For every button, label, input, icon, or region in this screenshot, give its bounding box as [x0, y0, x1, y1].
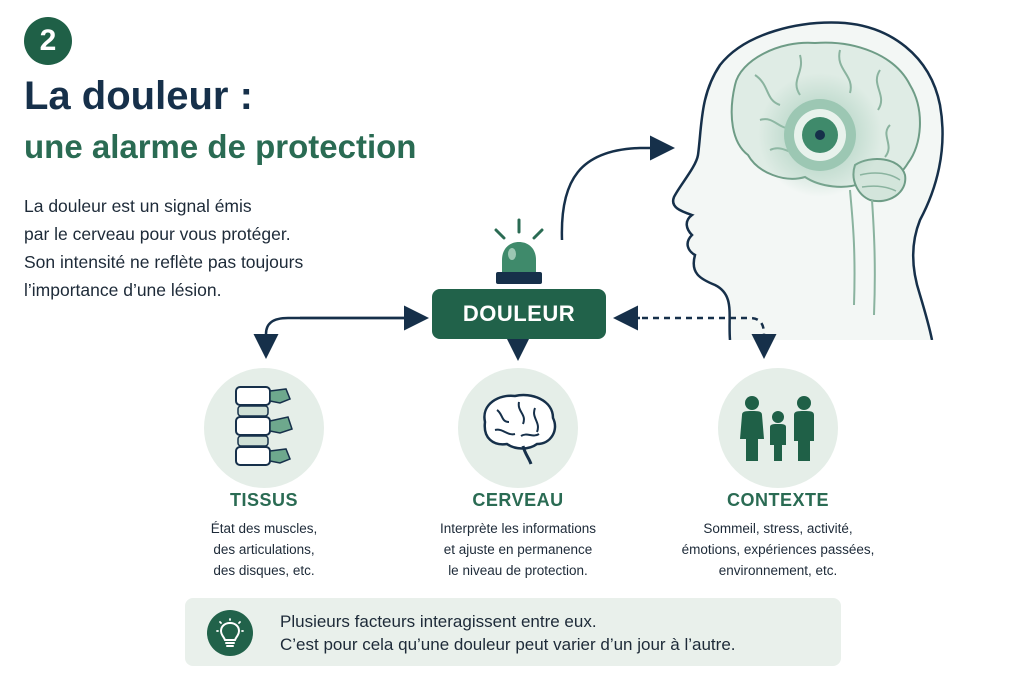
tissues-circle: [204, 368, 324, 488]
intro-line: Son intensité ne reflète pas toujours: [24, 252, 304, 272]
factor-desc-line: État des muscles,: [210, 521, 318, 536]
factor-desc-line: Sommeil, stress, activité,: [703, 521, 853, 536]
factor-desc-line: Interprète les informations: [439, 521, 597, 536]
note-text: Plusieurs facteurs interagissent entre e…: [280, 610, 736, 656]
factor-desc-tissues: État des muscles, des articulations, des…: [134, 518, 394, 581]
intro-line: La douleur est un signal émis: [24, 196, 252, 216]
intro-paragraph: La douleur est un signal émis par le cer…: [24, 192, 384, 304]
spine-icon: [235, 386, 293, 466]
factor-title-tissues: TISSUS: [229, 490, 298, 510]
step-badge: 2: [24, 17, 72, 65]
pain-label: DOULEUR: [432, 289, 606, 339]
intro-line: par le cerveau pour vous protéger.: [24, 224, 291, 244]
factor-desc-brain: Interprète les informations et ajuste en…: [388, 518, 648, 581]
note-line: Plusieurs facteurs interagissent entre e…: [280, 612, 597, 631]
factor-title-context: CONTEXTE: [726, 490, 829, 510]
brain-icon: [483, 393, 557, 465]
info-note: Plusieurs facteurs interagissent entre e…: [185, 598, 841, 666]
context-circle: [718, 368, 838, 488]
lightbulb-icon: [207, 610, 253, 656]
factor-title-brain: CERVEAU: [472, 490, 564, 510]
siren-icon: [494, 218, 544, 284]
factor-desc-line: le niveau de protection.: [448, 563, 588, 578]
family-icon: [740, 396, 814, 461]
head-brain-icon: [671, 21, 944, 340]
factor-desc-line: émotions, expériences passées,: [681, 542, 875, 557]
brain-circle: [458, 368, 578, 488]
note-line: C’est pour cela qu’une douleur peut vari…: [280, 635, 736, 654]
page-subtitle: une alarme de protection: [24, 128, 417, 165]
factor-desc-line: environnement, etc.: [718, 563, 838, 578]
factor-desc-context: Sommeil, stress, activité, émotions, exp…: [648, 518, 908, 581]
page-title: La douleur :: [24, 74, 253, 118]
factor-desc-line: des disques, etc.: [213, 563, 315, 578]
factor-desc-line: des articulations,: [213, 542, 315, 557]
intro-line: l’importance d’une lésion.: [24, 280, 222, 300]
factor-desc-line: et ajuste en permanence: [443, 542, 593, 557]
